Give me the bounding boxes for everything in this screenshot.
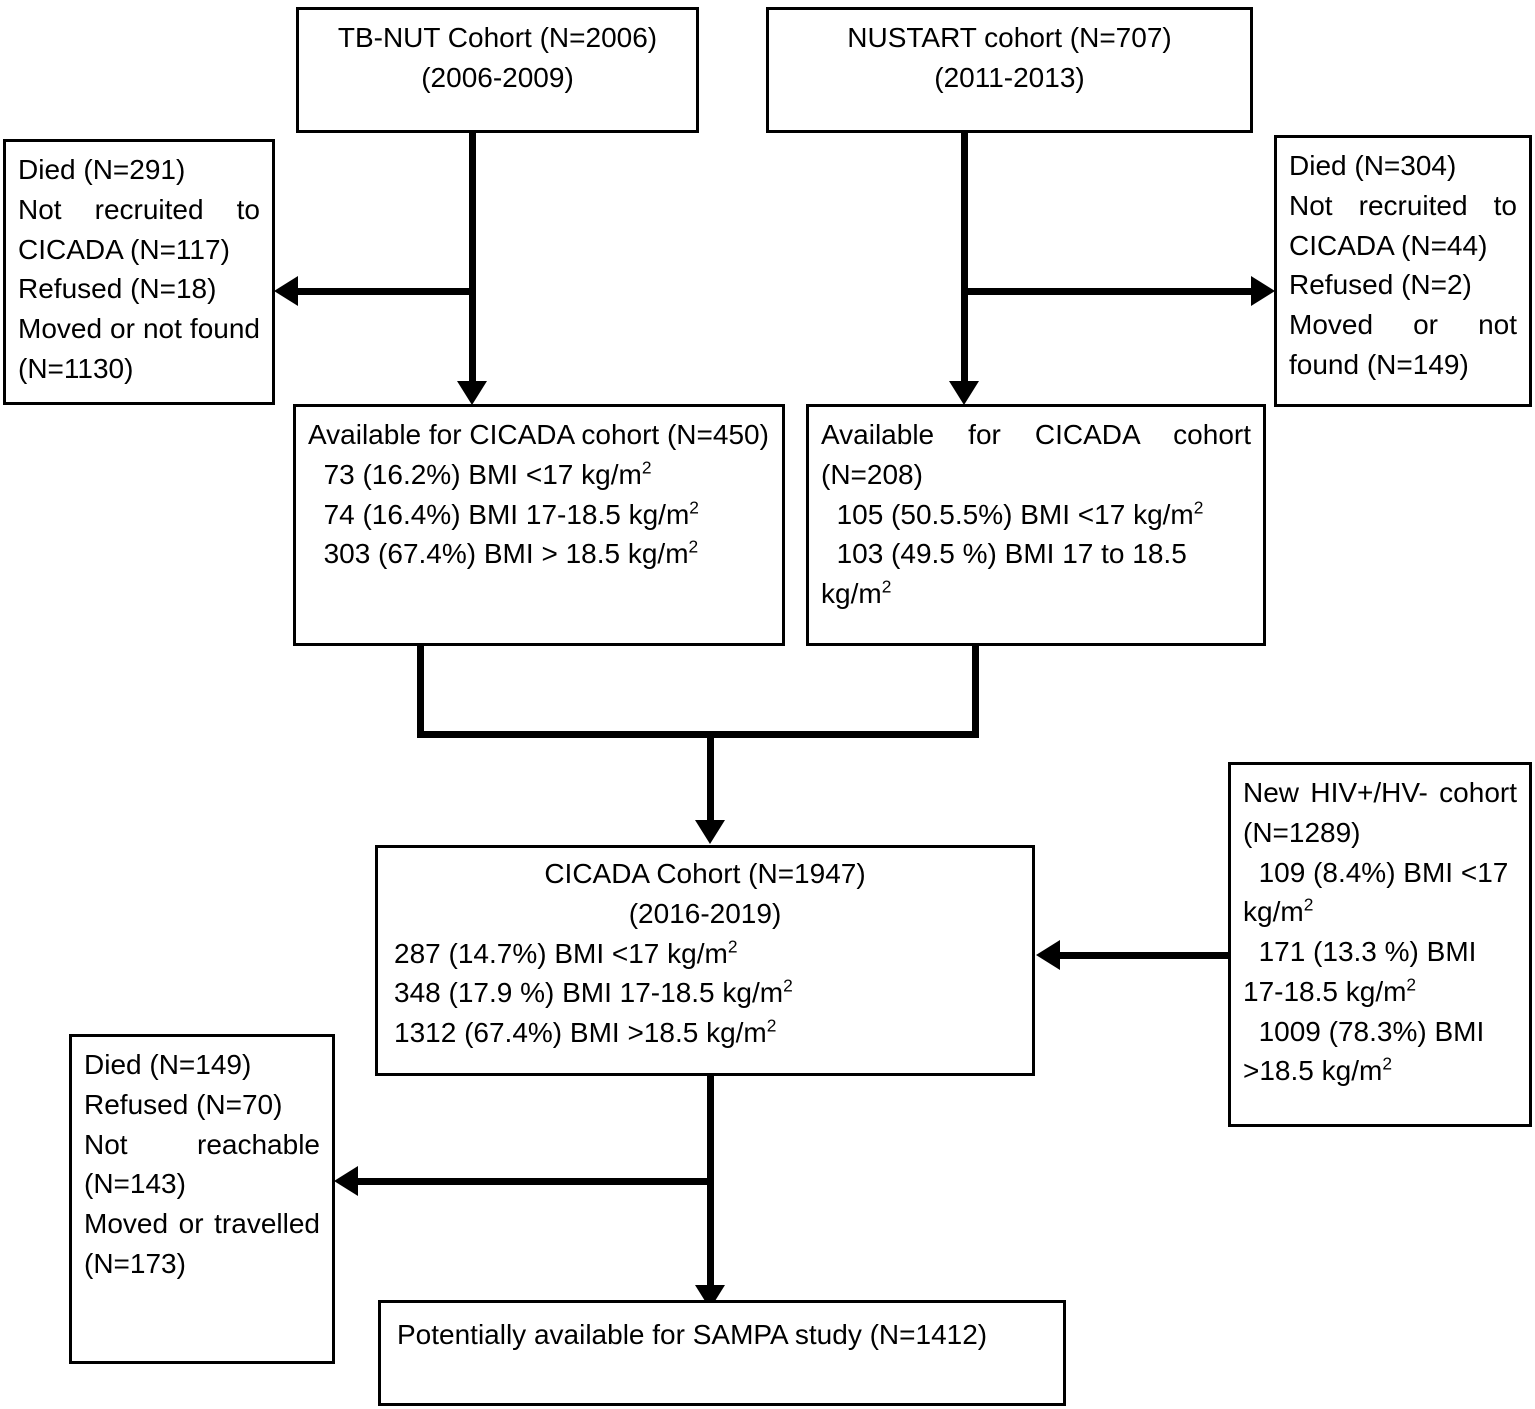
avail-208-line2-text: 105 (50.5.5%) BMI <17 kg/m	[836, 498, 1194, 530]
avail-208-line3: 103 (49.5 %) BMI 17 to 18.5 kg/m2	[821, 534, 1251, 614]
cicada-line2: (2016-2019)	[628, 897, 782, 929]
node-sampa-study: Potentially available for SAMPA study (N…	[378, 1300, 1066, 1406]
superscript-2: 2	[1303, 894, 1314, 915]
new-hiv-line2: 109 (8.4%) BMI <17 kg/m2	[1243, 853, 1517, 933]
node-new-hiv-cohort-text: New HIV+/HV- cohort (N=1289) 109 (8.4%) …	[1231, 765, 1529, 1099]
superscript-2: 2	[688, 536, 699, 557]
cicada-line3-text: 287 (14.7%) BMI <17 kg/m	[394, 937, 728, 969]
new-hiv-line4-text: 1009 (78.3%) BMI >18.5 kg/m	[1243, 1015, 1485, 1087]
node-new-hiv-cohort: New HIV+/HV- cohort (N=1289) 109 (8.4%) …	[1228, 762, 1532, 1127]
cicada-line3: 287 (14.7%) BMI <17 kg/m2	[394, 934, 1016, 974]
nustart-line1: NUSTART cohort (N=707)	[847, 22, 1172, 53]
avail-450-line3: 74 (16.4%) BMI 17-18.5 kg/m2	[308, 495, 770, 535]
cicada-line5-text: 1312 (67.4%) BMI >18.5 kg/m	[394, 1017, 767, 1048]
node-available-208: Available for CICADA cohort (N=208) 105 …	[806, 404, 1266, 646]
arrow-cicada-to-exclusions	[334, 1166, 358, 1196]
excl-bottom-line4: Moved or travelled (N=173)	[84, 1208, 320, 1279]
node-nustart-cohort: NUSTART cohort (N=707) (2011-2013)	[766, 7, 1253, 133]
avail-450-line4-text: 303 (67.4%) BMI > 18.5 kg/m	[323, 538, 689, 570]
superscript-2: 2	[1382, 1053, 1392, 1074]
excl-right-top-line2: Not recruited to CICADA (N=44)	[1289, 189, 1517, 261]
connector-tbnut-to-exclusions	[297, 288, 472, 295]
excl-left-top-line1: Died (N=291)	[18, 154, 186, 185]
superscript-2: 2	[689, 497, 699, 518]
node-exclusions-tbnut-text: Died (N=291) Not recruited to CICADA (N=…	[6, 142, 272, 397]
nustart-line2: (2011-2013)	[934, 61, 1085, 93]
excl-bottom-line1: Died (N=149)	[84, 1049, 252, 1080]
node-available-450: Available for CICADA cohort (N=450) 73 (…	[293, 404, 785, 646]
cicada-line4-text: 348 (17.9 %) BMI 17-18.5 kg/m	[394, 977, 784, 1009]
new-hiv-line3-text: 171 (13.3 %) BMI 17-18.5 kg/m	[1243, 936, 1477, 1007]
tb-nut-line1: TB-NUT Cohort (N=2006)	[337, 22, 658, 53]
connector-merge-horizontal	[417, 731, 979, 738]
node-exclusions-followup-text: Died (N=149) Refused (N=70) Not reachabl…	[72, 1037, 332, 1292]
superscript-2: 2	[641, 457, 652, 478]
excl-bottom-line3: Not reachable (N=143)	[84, 1128, 320, 1200]
excl-right-top-line1: Died (N=304)	[1289, 150, 1457, 181]
node-exclusions-nustart: Died (N=304) Not recruited to CICADA (N=…	[1274, 135, 1532, 407]
arrow-tbnut-to-available450	[457, 381, 487, 405]
node-available-208-text: Available for CICADA cohort (N=208) 105 …	[809, 407, 1263, 622]
node-cicada-cohort-text: CICADA Cohort (N=1947) (2016-2019) 287 (…	[378, 848, 1032, 1059]
connector-newhiv-to-cicada	[1060, 952, 1230, 959]
cicada-line5: 1312 (67.4%) BMI >18.5 kg/m2	[394, 1013, 1016, 1053]
new-hiv-line2-text: 109 (8.4%) BMI <17 kg/m	[1243, 856, 1509, 928]
connector-merge-down-vertical	[707, 731, 714, 823]
connector-cicada-vertical	[707, 1075, 714, 1297]
avail-208-line1: Available for CICADA cohort (N=208)	[821, 419, 1251, 490]
tb-nut-line2: (2006-2009)	[421, 61, 574, 93]
new-hiv-line4: 1009 (78.3%) BMI >18.5 kg/m2	[1243, 1012, 1517, 1092]
connector-tbnut-vertical	[469, 133, 476, 383]
avail-450-line2-text: 73 (16.2%) BMI <17 kg/m	[323, 458, 642, 490]
arrow-tbnut-to-exclusions	[274, 276, 298, 306]
excl-left-top-line4: Moved or not found (N=1130)	[18, 313, 260, 384]
node-exclusions-tbnut: Died (N=291) Not recruited to CICADA (N=…	[3, 139, 275, 405]
arrow-nustart-to-exclusions	[1251, 276, 1275, 306]
node-sampa-study-text: Potentially available for SAMPA study (N…	[381, 1303, 1063, 1367]
arrow-newhiv-to-cicada	[1036, 940, 1060, 970]
node-exclusions-nustart-text: Died (N=304) Not recruited to CICADA (N=…	[1277, 138, 1529, 393]
excl-left-top-line2: Not recruited to CICADA (N=117)	[18, 193, 260, 265]
superscript-2: 2	[766, 1015, 777, 1036]
node-cicada-cohort: CICADA Cohort (N=1947) (2016-2019) 287 (…	[375, 845, 1035, 1076]
cicada-line4: 348 (17.9 %) BMI 17-18.5 kg/m2	[394, 973, 1016, 1013]
excl-bottom-line2: Refused (N=70)	[84, 1088, 283, 1120]
avail-450-line1: Available for CICADA cohort (N=450)	[308, 419, 769, 450]
avail-450-line4: 303 (67.4%) BMI > 18.5 kg/m2	[308, 534, 770, 574]
new-hiv-line1: New HIV+/HV- cohort (N=1289)	[1243, 777, 1517, 848]
node-tb-nut-cohort: TB-NUT Cohort (N=2006) (2006-2009)	[296, 7, 699, 133]
superscript-2: 2	[881, 576, 892, 597]
connector-nustart-to-exclusions	[964, 288, 1252, 295]
superscript-2: 2	[1406, 974, 1417, 995]
avail-208-line3-text: 103 (49.5 %) BMI 17 to 18.5 kg/m	[821, 538, 1187, 609]
superscript-2: 2	[727, 936, 738, 957]
connector-nustart-vertical	[961, 133, 968, 383]
avail-450-line3-text: 74 (16.4%) BMI 17-18.5 kg/m	[323, 498, 690, 530]
avail-208-line2: 105 (50.5.5%) BMI <17 kg/m2	[821, 495, 1251, 535]
sampa-line1: Potentially available for SAMPA study (N…	[397, 1319, 988, 1350]
node-exclusions-followup: Died (N=149) Refused (N=70) Not reachabl…	[69, 1034, 335, 1364]
avail-450-line2: 73 (16.2%) BMI <17 kg/m2	[308, 455, 770, 495]
arrow-nustart-to-available208	[949, 381, 979, 405]
connector-cicada-to-exclusions	[358, 1178, 710, 1185]
excl-right-top-line4: Moved or not found (N=149)	[1289, 309, 1517, 380]
node-nustart-cohort-text: NUSTART cohort (N=707) (2011-2013)	[769, 10, 1250, 106]
superscript-2: 2	[1193, 497, 1204, 518]
excl-left-top-line3: Refused (N=18)	[18, 273, 217, 305]
node-tb-nut-cohort-text: TB-NUT Cohort (N=2006) (2006-2009)	[299, 10, 696, 106]
excl-right-top-line3: Refused (N=2)	[1289, 269, 1472, 301]
superscript-2: 2	[783, 975, 793, 996]
connector-merge-left-vertical	[417, 646, 424, 738]
arrow-merge-to-cicada	[695, 820, 725, 844]
node-available-450-text: Available for CICADA cohort (N=450) 73 (…	[296, 407, 782, 582]
new-hiv-line3: 171 (13.3 %) BMI 17-18.5 kg/m2	[1243, 932, 1517, 1012]
cicada-line1: CICADA Cohort (N=1947)	[544, 858, 866, 889]
connector-merge-right-vertical	[972, 646, 979, 738]
